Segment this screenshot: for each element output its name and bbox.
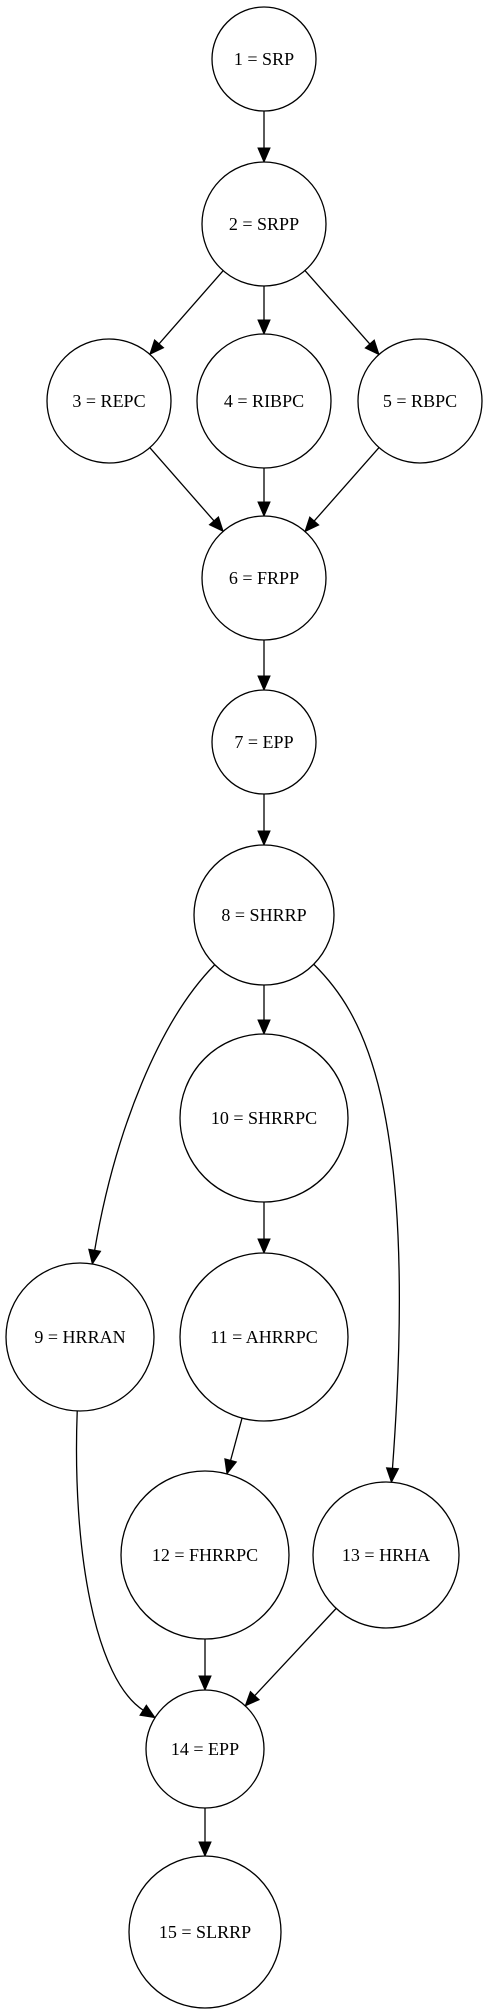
arrowhead-n2-n3 [149,338,165,356]
edge-n11-n12 [224,1417,243,1476]
arrowhead-n10-n11 [257,1238,271,1255]
node-circle-n10 [179,1033,349,1203]
edge-line-n8-n13 [313,963,401,1470]
node-label-n3: 3 = REPC [72,391,145,411]
edge-line-n2-n3 [157,270,224,346]
node-circle-n4 [196,333,332,469]
arrowhead-n14-n15 [198,1841,212,1858]
edge-n5-n6 [304,447,380,533]
edge-n12-n14 [198,1639,212,1692]
edge-line-n8-n9 [93,964,216,1252]
node-label-n10: 10 = SHRRPC [211,1108,317,1128]
node-label-n15: 15 = SLRRP [159,1922,251,1942]
edge-n8-n13 [313,963,401,1484]
node-n1: 1 = SRP [211,6,317,112]
node-circle-n7 [211,689,317,795]
node-label-n11: 11 = AHRRPC [210,1327,318,1347]
edge-line-n2-n5 [304,270,371,346]
arrowhead-n6-n7 [257,675,271,692]
edge-line-n13-n14 [253,1607,337,1697]
node-label-n6: 6 = FRPP [229,568,299,588]
node-n4: 4 = RIBPC [196,333,332,469]
node-n9: 9 = HRRAN [5,1262,155,1412]
node-n12: 12 = FHRRPC [120,1470,290,1640]
node-label-n4: 4 = RIBPC [224,391,304,411]
edge-n14-n15 [198,1808,212,1858]
node-n7: 7 = EPP [211,689,317,795]
arrowhead-n12-n14 [198,1675,212,1692]
node-circle-n13 [312,1481,460,1629]
edge-n2-n4 [257,286,271,336]
node-label-n12: 12 = FHRRPC [152,1545,258,1565]
node-circle-n14 [145,1689,265,1809]
node-label-n7: 7 = EPP [234,732,293,752]
node-circle-n15 [128,1855,282,2009]
node-label-n13: 13 = HRHA [342,1545,430,1565]
edge-n6-n7 [257,640,271,692]
node-n13: 13 = HRHA [312,1481,460,1629]
arrowhead-n8-n10 [257,1019,271,1036]
edge-line-n3-n6 [149,447,216,523]
node-circle-n2 [201,161,327,287]
arrowhead-n4-n6 [257,501,271,518]
edge-n1-n2 [257,111,271,164]
edge-n9-n14 [75,1410,157,1719]
node-n15: 15 = SLRRP [128,1855,282,2009]
edge-n2-n5 [304,270,380,356]
edge-line-n11-n12 [229,1417,243,1462]
node-circle-n6 [201,515,327,641]
node-circle-n8 [193,844,335,986]
nodes-layer: 1 = SRP 2 = SRPP 3 = REPC 4 = RIBPC 5 = RBPC… [5,6,483,2009]
node-label-n14: 14 = EPP [171,1739,239,1759]
arrowhead-n3-n6 [208,515,224,533]
arrowhead-n7-n8 [257,830,271,847]
node-label-n1: 1 = SRP [234,49,294,69]
arrowhead-n8-n9 [88,1248,102,1266]
arrowhead-n1-n2 [257,147,271,164]
edge-n8-n10 [257,985,271,1036]
arrowhead-n2-n5 [364,339,380,356]
node-n10: 10 = SHRRPC [179,1033,349,1203]
node-circle-n11 [179,1252,349,1422]
node-label-n2: 2 = SRPP [229,214,299,234]
node-circle-n5 [357,338,483,464]
node-circle-n1 [211,6,317,112]
node-n8: 8 = SHRRP [193,844,335,986]
node-n2: 2 = SRPP [201,161,327,287]
arrowhead-n5-n6 [304,516,320,533]
node-n14: 14 = EPP [145,1689,265,1809]
edge-n3-n6 [149,447,224,533]
node-n6: 6 = FRPP [201,515,327,641]
edge-n13-n14 [244,1607,337,1707]
edge-line-n9-n14 [75,1410,145,1712]
node-label-n5: 5 = RBPC [383,391,457,411]
edge-line-n5-n6 [313,447,380,523]
node-n11: 11 = AHRRPC [179,1252,349,1422]
arrowhead-n13-n14 [244,1690,261,1707]
node-circle-n3 [46,338,172,464]
node-n5: 5 = RBPC [357,338,483,464]
node-label-n8: 8 = SHRRP [221,905,306,925]
arrowhead-n9-n14 [139,1704,157,1719]
edge-n2-n3 [149,270,224,356]
arrowhead-n2-n4 [257,319,271,336]
arrowhead-n11-n12 [224,1458,238,1476]
edges-layer [75,111,401,1858]
node-circle-n9 [5,1262,155,1412]
edge-n7-n8 [257,794,271,847]
edge-n4-n6 [257,468,271,518]
edge-n8-n9 [88,964,216,1266]
arrowhead-n8-n13 [385,1467,400,1484]
node-n3: 3 = REPC [46,338,172,464]
edge-n10-n11 [257,1202,271,1255]
node-label-n9: 9 = HRRAN [34,1327,125,1347]
node-circle-n12 [120,1470,290,1640]
